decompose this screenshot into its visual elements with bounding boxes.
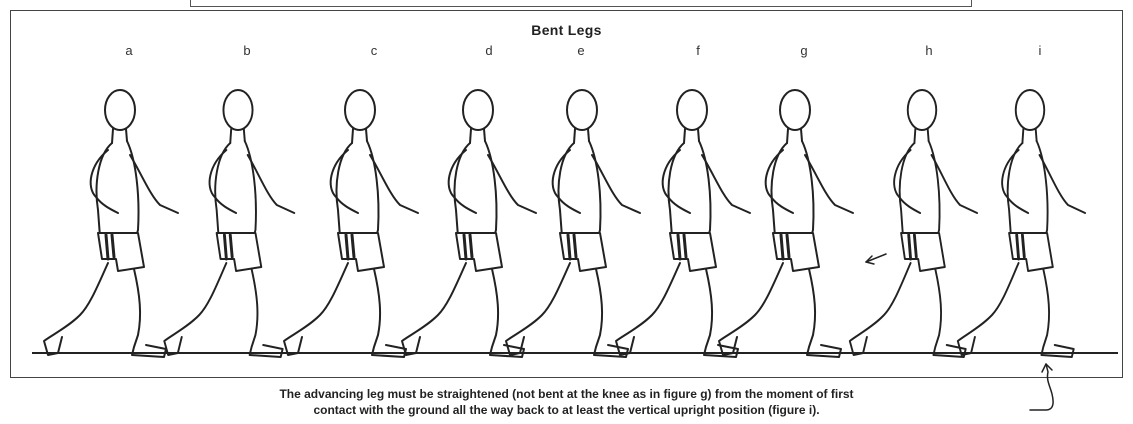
runner-figure-d (402, 90, 536, 357)
runner-figure-i (958, 90, 1085, 357)
runner-figure-g (719, 90, 853, 357)
caption-line-1: The advancing leg must be straightened (… (0, 387, 1133, 401)
caption-line-2: contact with the ground all the way back… (0, 403, 1133, 417)
arrow-left-icon (866, 254, 886, 264)
runner-figure-h (850, 90, 977, 357)
runner-figure-f (616, 90, 750, 357)
ground-line (32, 352, 1118, 354)
runner-figure-a (44, 90, 178, 357)
runner-figure-e (506, 90, 640, 357)
runner-figure-c (284, 90, 418, 357)
runner-figure-b (164, 90, 294, 357)
